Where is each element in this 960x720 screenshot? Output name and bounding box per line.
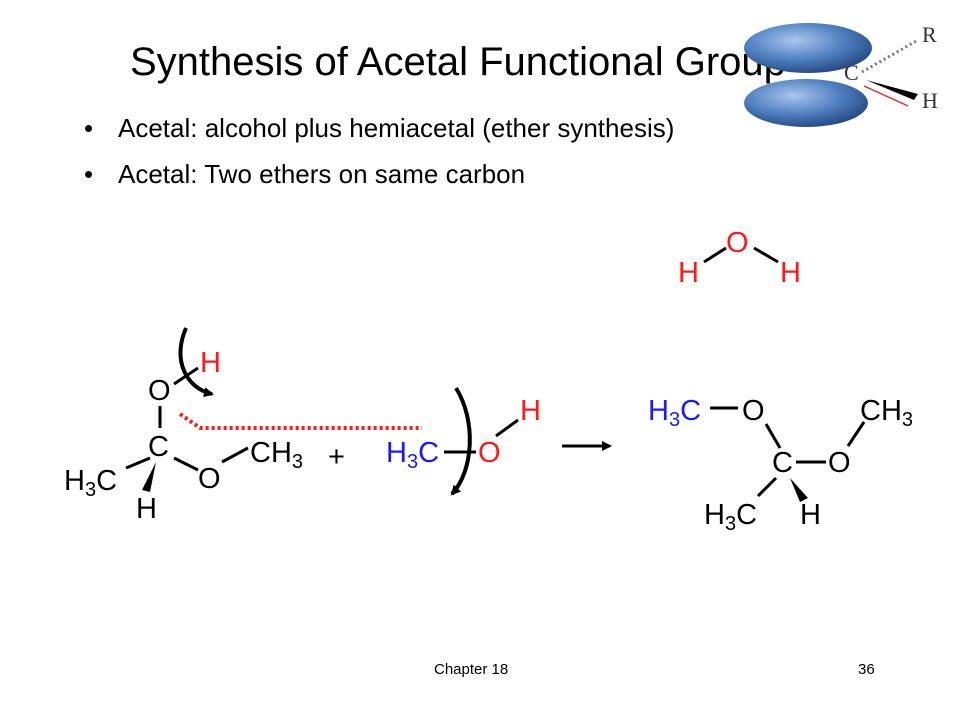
acetal-o-left-atom: O bbox=[742, 395, 765, 427]
hemiacetal-o-ch3-bond bbox=[221, 446, 249, 464]
plus-sign: + bbox=[328, 441, 345, 473]
hemiacetal-h-bottom-atom: H bbox=[136, 493, 157, 525]
water-bond-left bbox=[703, 246, 727, 264]
acetal-h3c-bottom-group: H3C bbox=[704, 499, 757, 535]
hemiacetal-h-top-atom: H bbox=[200, 347, 221, 379]
acetal-o-right-atom: O bbox=[828, 447, 851, 479]
h3c-c: C bbox=[96, 465, 117, 497]
hemiacetal-h3c-group: H3C bbox=[64, 465, 117, 501]
acetal-ch3-group: CH3 bbox=[860, 395, 913, 431]
acetal-o-c-bond bbox=[764, 423, 782, 449]
acetal-c-h3c-bond bbox=[756, 476, 778, 498]
slide-title: Synthesis of Acetal Functional Group bbox=[130, 40, 786, 84]
curved-arrow-right bbox=[450, 386, 472, 496]
footer-page-number: 36 bbox=[858, 661, 875, 678]
h3c-c: C bbox=[680, 395, 701, 427]
bullet-item: Acetal: alcohol plus hemiacetal (ether s… bbox=[80, 110, 674, 146]
h3c-subscript: 3 bbox=[85, 479, 96, 501]
h3c-c: C bbox=[418, 437, 439, 469]
methanol-oh-bond bbox=[495, 418, 519, 438]
water-molecule: O H H bbox=[678, 227, 801, 289]
methanol-o-atom: O bbox=[478, 437, 501, 469]
h3c-h: H bbox=[64, 465, 85, 497]
ch3-subscript: 3 bbox=[902, 409, 913, 431]
ch3-text: CH bbox=[250, 437, 292, 469]
hemiacetal-o-ring-atom: O bbox=[198, 463, 221, 495]
methanol-h3c-group: H3C bbox=[386, 437, 439, 473]
hemiacetal-c-h3c-bond bbox=[125, 456, 151, 470]
acetal-h-atom: H bbox=[800, 499, 821, 531]
curved-arrow-left bbox=[178, 327, 214, 398]
water-h-left-atom: H bbox=[678, 257, 699, 289]
bullet-item: Acetal: Two ethers on same carbon bbox=[80, 156, 674, 192]
wedge-bond bbox=[866, 80, 918, 100]
h3c-h: H bbox=[704, 499, 725, 531]
methanol-molecule: H O H3C bbox=[386, 386, 541, 496]
water-h-right-atom: H bbox=[780, 257, 801, 289]
h3c-h: H bbox=[386, 437, 407, 469]
acetal-o-ch3-bond bbox=[846, 421, 866, 447]
h3c-h: H bbox=[648, 395, 669, 427]
hemiacetal-o-top-atom: O bbox=[148, 375, 171, 407]
red-dotted-link bbox=[178, 412, 422, 430]
dimension-line bbox=[863, 85, 909, 107]
hemiacetal-c-o-bond bbox=[173, 456, 199, 472]
orbital-lobe-bottom bbox=[744, 79, 868, 127]
water-o-atom: O bbox=[726, 227, 749, 259]
hemiacetal-ch3-group: CH3 bbox=[250, 437, 303, 473]
logo-h-label: H bbox=[922, 88, 938, 113]
orbital-lobe-top bbox=[744, 23, 872, 73]
logo-c-label: C bbox=[844, 60, 859, 85]
acetal-wedge-bond bbox=[790, 478, 808, 502]
ch3-text: CH bbox=[860, 395, 902, 427]
logo-r-label: R bbox=[922, 22, 937, 47]
bullet-list: Acetal: alcohol plus hemiacetal (ether s… bbox=[80, 110, 674, 202]
hemiacetal-c-ch3-bond bbox=[174, 438, 246, 442]
hashed-bond bbox=[861, 38, 919, 74]
water-bond-right bbox=[753, 246, 779, 264]
acetal-c-atom: C bbox=[772, 447, 793, 479]
hemiacetal-c-atom: C bbox=[148, 431, 169, 463]
acetal-h3c-left-group: H3C bbox=[648, 395, 701, 431]
hemiacetal-molecule: H O C CH3 O H3C H bbox=[64, 327, 422, 525]
footer-chapter: Chapter 18 bbox=[434, 661, 509, 678]
orbital-logo: R C H bbox=[744, 22, 938, 127]
methanol-h-atom: H bbox=[520, 395, 541, 427]
h3c-subscript: 3 bbox=[669, 409, 680, 431]
h3c-subscript: 3 bbox=[725, 513, 736, 535]
ch3-subscript: 3 bbox=[292, 451, 303, 473]
h3c-c: C bbox=[736, 499, 757, 531]
acetal-molecule: H3C O CH3 C O H3C H bbox=[648, 395, 913, 535]
hemiacetal-wedge-bond bbox=[142, 462, 156, 492]
h3c-subscript: 3 bbox=[407, 451, 418, 473]
